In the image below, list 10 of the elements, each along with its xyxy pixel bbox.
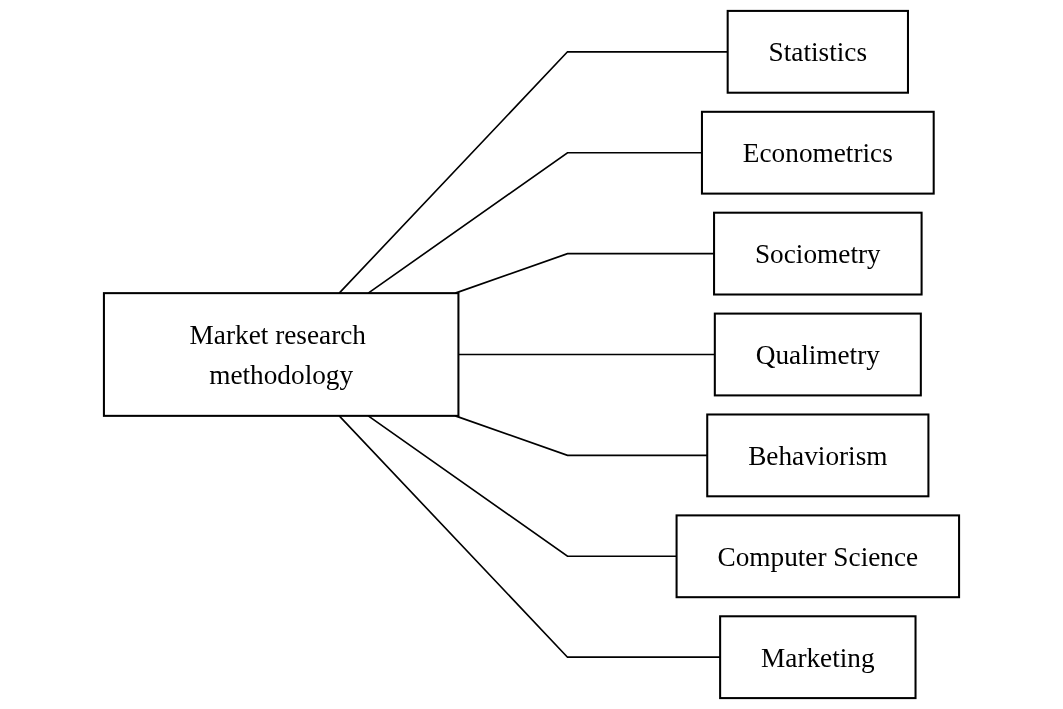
node-box: Marketing: [719, 615, 917, 700]
node-box: Computer Science: [675, 514, 961, 599]
node-box: Qualimetry: [713, 312, 922, 397]
node-box: Sociometry: [713, 211, 923, 296]
node-box: Behaviorism: [706, 413, 930, 498]
connector: [454, 252, 715, 294]
node-box: Statistics: [726, 9, 909, 94]
node-box: Market research methodology: [102, 292, 460, 417]
connector: [338, 415, 721, 658]
node-box: Econometrics: [700, 110, 935, 195]
